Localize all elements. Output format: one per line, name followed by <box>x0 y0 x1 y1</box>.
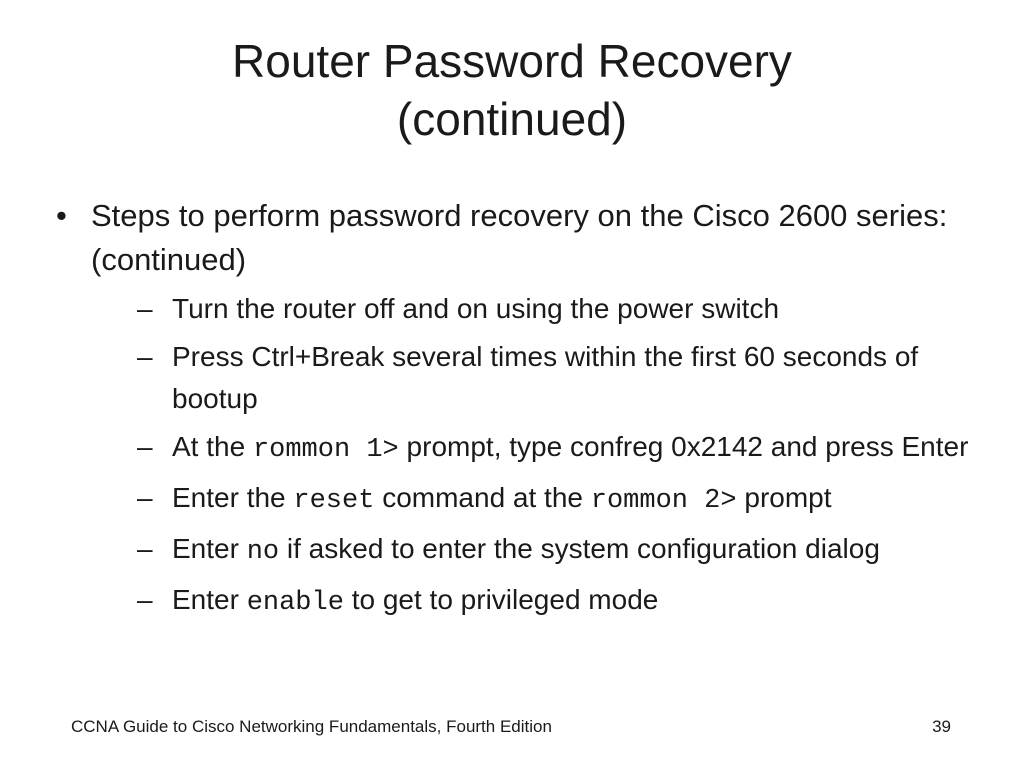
sub-item-enable: – Enter enable to get to privileged mode <box>91 579 976 624</box>
sub-item-text-after: if asked to enter the system configurati… <box>279 533 880 564</box>
dash-marker: – <box>137 341 153 372</box>
sub-item-text-before: Enter <box>172 533 247 564</box>
code-reset: reset <box>293 486 375 516</box>
sub-item-text: Press Ctrl+Break several times within th… <box>172 341 919 414</box>
sub-item-text-before: Enter the <box>172 482 294 513</box>
code-no: no <box>246 537 280 567</box>
sub-item-text-after: prompt, type confreg 0x2142 and press En… <box>398 431 969 462</box>
sub-item-no: – Enter no if asked to enter the system … <box>91 528 976 573</box>
dash-marker: – <box>137 431 153 462</box>
page-number: 39 <box>932 717 951 736</box>
sub-item-power-cycle: – Turn the router off and on using the p… <box>91 288 976 330</box>
slide-title: Router Password Recovery (continued) <box>0 32 1024 148</box>
sub-item-text-before: At the <box>172 431 253 462</box>
bullet-marker: • <box>56 198 67 233</box>
code-rommon-1: rommon 1> <box>252 435 399 465</box>
sub-item-ctrl-break: – Press Ctrl+Break several times within … <box>91 336 976 420</box>
main-bullet-text: Steps to perform password recovery on th… <box>91 198 948 277</box>
slide-title-line-2: (continued) <box>396 93 628 145</box>
sub-item-text-middle: command at the <box>374 482 591 513</box>
sub-item-confreg: – At the rommon 1> prompt, type confreg … <box>91 426 976 471</box>
sub-item-text-before: Enter <box>172 584 247 615</box>
sub-item-reset: – Enter the reset command at the rommon … <box>91 477 976 522</box>
dash-marker: – <box>137 482 153 513</box>
bullet-list: • Steps to perform password recovery on … <box>56 194 976 630</box>
slide-title-line-1: Router Password Recovery <box>232 35 792 87</box>
dash-marker: – <box>137 533 153 564</box>
footer-source: CCNA Guide to Cisco Networking Fundament… <box>71 717 552 736</box>
main-bullet: • Steps to perform password recovery on … <box>56 194 976 624</box>
sub-item-text: Turn the router off and on using the pow… <box>172 293 780 324</box>
sub-list: – Turn the router off and on using the p… <box>91 288 976 624</box>
sub-item-text-after: prompt <box>736 482 832 513</box>
dash-marker: – <box>137 293 153 324</box>
sub-item-text-after: to get to privileged mode <box>343 584 659 615</box>
code-enable: enable <box>246 588 344 618</box>
dash-marker: – <box>137 584 153 615</box>
code-rommon-2: rommon 2> <box>590 486 737 516</box>
